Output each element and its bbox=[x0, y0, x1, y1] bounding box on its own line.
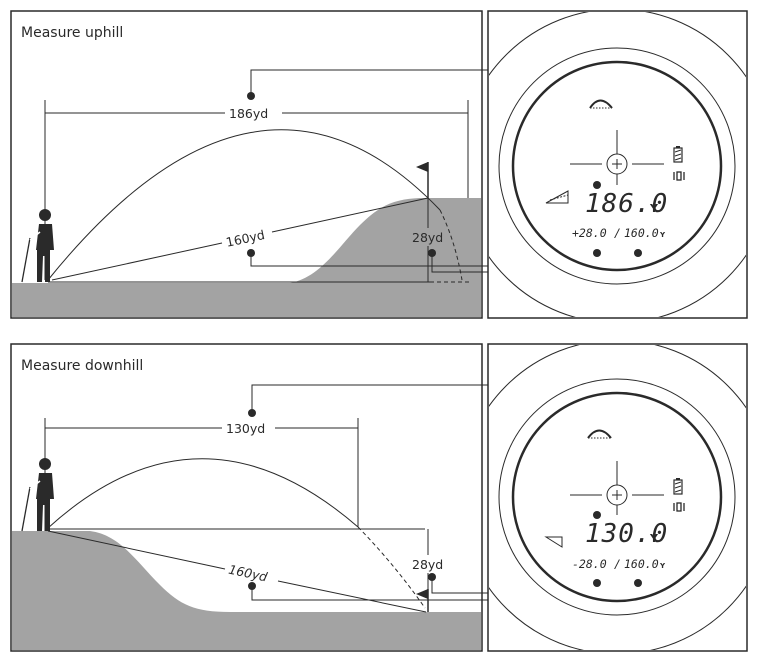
golfer-icon bbox=[21, 458, 54, 532]
slope-icon bbox=[545, 190, 569, 204]
downhill-horizontal-distance-label: 130yd bbox=[226, 421, 265, 436]
downhill-height-label: 28yd bbox=[412, 557, 443, 572]
uphill-readout-unit: Y bbox=[649, 202, 659, 215]
uphill-scope-panel: 186.0 Y +28.0 / 160.0 Y bbox=[487, 10, 748, 319]
uphill-horizontal-distance-label: 186yd bbox=[229, 106, 268, 121]
downhill-terrain bbox=[12, 531, 481, 650]
downhill-readout-secondary: 160.0 bbox=[624, 557, 659, 571]
downhill-readout-secondary-unit: Y bbox=[659, 562, 666, 570]
uphill-height-label: 28yd bbox=[412, 230, 443, 245]
downhill-readout-separator: / bbox=[614, 557, 621, 571]
battery-icon bbox=[673, 146, 683, 163]
arc-icon bbox=[589, 99, 613, 109]
flag-icon bbox=[416, 162, 429, 198]
downhill-readout-angle: -28.0 bbox=[572, 557, 607, 571]
downhill-scene-panel: Measure downhill 130yd 160yd 28yd bbox=[10, 343, 639, 652]
downhill-readout-main: 130.0 bbox=[585, 519, 668, 549]
uphill-readout-main: 186.0 bbox=[585, 189, 668, 219]
uphill-readout-separator: / bbox=[614, 226, 621, 240]
uphill-terrain bbox=[12, 198, 481, 317]
scan-mode-icon bbox=[673, 502, 685, 512]
downhill-readout-unit: Y bbox=[649, 532, 659, 545]
battery-icon bbox=[673, 478, 683, 495]
uphill-title: Measure uphill bbox=[21, 25, 123, 41]
arc-icon bbox=[587, 429, 612, 439]
golfer-icon bbox=[21, 209, 54, 283]
scan-mode-icon bbox=[673, 171, 685, 181]
uphill-scene-panel: Measure uphill 186yd 160yd 28yd bbox=[10, 10, 639, 319]
downhill-scope-panel: 130.0 Y -28.0 / 160.0 Y bbox=[487, 343, 748, 652]
uphill-readout-secondary: 160.0 bbox=[624, 226, 659, 240]
slope-icon bbox=[544, 536, 563, 548]
crosshair-icon bbox=[570, 130, 664, 185]
uphill-readout-secondary-unit: Y bbox=[659, 231, 666, 239]
crosshair-icon bbox=[570, 461, 664, 515]
uphill-readout-angle: +28.0 bbox=[572, 226, 607, 240]
downhill-title: Measure downhill bbox=[21, 358, 143, 374]
